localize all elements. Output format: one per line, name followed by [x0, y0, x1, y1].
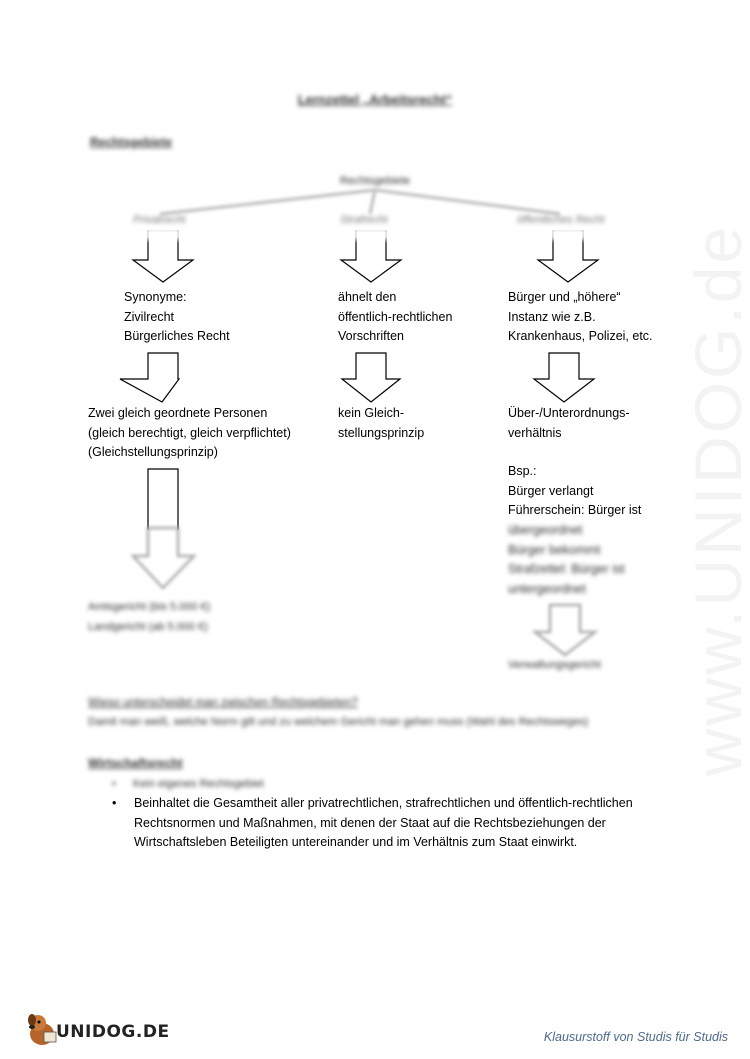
right-level1-line: Instanz wie z.B.: [508, 309, 596, 324]
right-example-blurred-line: übergeordnet: [508, 523, 583, 537]
right-level2-line: verhältnis: [508, 425, 562, 440]
middle-level1-line: Vorschriften: [338, 329, 405, 343]
middle-level1-line: öffentlich-rechtlichen: [338, 309, 453, 324]
right-example-line: Bürger verlangt: [508, 483, 594, 498]
middle-level2: kein Gleich- stellungsprinzip: [338, 404, 424, 443]
left-level1-line: Zivilrecht: [124, 309, 175, 324]
bullet-dot: •: [112, 796, 117, 810]
section-heading-wirtschaftsrecht: Wirtschaftsrecht: [88, 756, 183, 770]
left-level1-line: Bürgerliches Recht: [124, 329, 230, 343]
middle-level1: ähnelt den öffentlich-rechtlichen Vorsch…: [338, 288, 452, 347]
question-answer: Damit man weiß, welche Norm gilt und zu …: [88, 716, 589, 728]
watermark: www.UNIDOG.de: [681, 223, 750, 777]
page-title: Lernzettel „Arbeitsrecht“: [297, 92, 453, 107]
bullet-main-line: Rechtsnormen und Maßnahmen, mit denen de…: [134, 815, 606, 830]
left-level1-line: Synonyme:: [124, 290, 187, 304]
tree-root: Rechtsgebiete: [339, 175, 411, 187]
right-level2: Über-/Unterordnungs- verhältnis: [508, 404, 630, 443]
arrow-down-right-3: [531, 603, 599, 657]
middle-level1-line: ähnelt den: [338, 290, 397, 304]
right-example-line: Führerschein: Bürger ist: [508, 503, 642, 517]
right-level1-line: Krankenhaus, Polizei, etc.: [508, 329, 653, 343]
bullet-blurred: • Kein eigenes Rechtsgebiet: [112, 775, 264, 795]
bullet-main-line: Wirtschaftsleben Beteiligten untereinand…: [134, 835, 578, 849]
tree-branch-privatrecht: Privatrecht: [133, 214, 186, 226]
arrow-down-middle-2: [340, 352, 402, 403]
right-level1-line: Bürger und „höhere“: [508, 290, 621, 304]
arrow-down-left-long-head: [130, 526, 197, 590]
left-level1: Synonyme: Zivilrecht Bürgerliches Recht: [124, 288, 230, 347]
question-heading: Wieso unterscheidet man zwischen Rechtsg…: [88, 697, 358, 709]
arrow-down-left-2: [118, 352, 181, 403]
right-example-blurred-line: untergeordnet: [508, 581, 586, 596]
tree-connector-lines: [159, 188, 561, 216]
arrow-down-left-long: [147, 468, 179, 530]
bullet-main: • Beinhaltet die Gesamtheit aller privat…: [112, 794, 633, 853]
left-level2-line: (Gleichstellungsprinzip): [88, 445, 218, 459]
tree-branch-strafrecht: Strafrecht: [340, 214, 388, 226]
middle-level2-line: kein Gleich-: [338, 406, 404, 420]
right-example-blurred-line: Strafzettel: Bürger ist: [508, 562, 625, 576]
left-level2: Zwei gleich geordnete Personen (gleich b…: [88, 404, 291, 463]
arrow-down-right-2: [532, 352, 596, 403]
right-example-blurred: übergeordnet Bürger bekommt Strafzettel:…: [508, 521, 625, 599]
footer-logo: UNIDOG.DE: [24, 1010, 174, 1050]
bullet-blurred-text: Kein eigenes Rechtsgebiet: [132, 778, 264, 790]
logo-text: UNIDOG.DE: [56, 1022, 170, 1042]
right-level1: Bürger und „höhere“ Instanz wie z.B. Kra…: [508, 288, 653, 347]
dog-mascot-icon: [28, 1014, 57, 1045]
left-court-line: Landgericht (ab 5.000 €): [88, 620, 208, 633]
right-example-blurred-line: Bürger bekommt: [508, 542, 601, 557]
footer-tagline: Klausurstoff von Studis für Studis: [543, 1030, 728, 1044]
right-court: Verwaltungsgericht: [508, 659, 601, 671]
middle-level2-line: stellungsprinzip: [338, 425, 425, 440]
right-example: Bsp.: Bürger verlangt Führerschein: Bürg…: [508, 462, 641, 521]
left-court-line: Amtsgericht (bis 5.000 €): [88, 601, 211, 613]
right-example-line: Bsp.:: [508, 464, 537, 478]
left-level2-line: Zwei gleich geordnete Personen: [88, 406, 268, 420]
bullet-dot: •: [112, 778, 116, 790]
bullet-main-line: Beinhaltet die Gesamtheit aller privatre…: [134, 796, 633, 810]
right-level2-line: Über-/Unterordnungs-: [508, 406, 630, 420]
section-heading-rechtsgebiete: Rechtsgebiete: [90, 135, 173, 149]
left-level2-line: (gleich berechtigt, gleich verpflichtet): [88, 425, 291, 440]
left-courts: Amtsgericht (bis 5.000 €) Landgericht (a…: [88, 598, 210, 637]
tree-branch-oeffentliches-recht: öffentliches Recht: [517, 214, 605, 226]
